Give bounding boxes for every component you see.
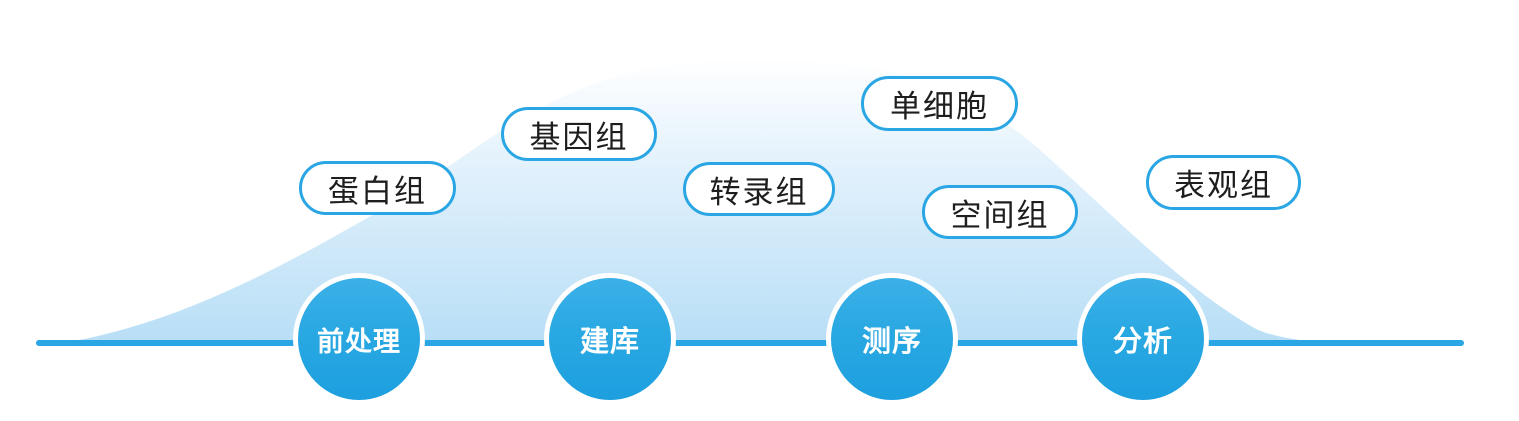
tag-genome: 基因组 bbox=[501, 107, 657, 161]
stage-preprocessing-label: 前处理 bbox=[317, 326, 401, 357]
timeline-axis bbox=[36, 340, 1464, 346]
stage-analysis-label: 分析 bbox=[1112, 326, 1173, 358]
tag-epigenome: 表观组 bbox=[1146, 155, 1301, 210]
tag-transcriptome: 转录组 bbox=[683, 162, 835, 216]
tag-genome-label: 基因组 bbox=[529, 119, 629, 155]
stage-analysis: 分析 bbox=[1077, 273, 1209, 405]
stage-library-construction-label: 建库 bbox=[579, 326, 640, 358]
stage-sequencing: 测序 bbox=[826, 273, 958, 405]
tag-epigenome-label: 表观组 bbox=[1174, 168, 1273, 203]
tag-proteome-label: 蛋白组 bbox=[328, 173, 427, 209]
stage-preprocessing: 前处理 bbox=[293, 273, 425, 405]
tag-transcriptome-label: 转录组 bbox=[709, 174, 809, 210]
tag-proteome: 蛋白组 bbox=[299, 161, 456, 215]
stage-library-construction: 建库 bbox=[544, 273, 676, 405]
tag-single-cell-label: 单细胞 bbox=[890, 89, 989, 124]
tag-spatial-label: 空间组 bbox=[950, 197, 1050, 233]
tag-spatial: 空间组 bbox=[922, 185, 1078, 239]
tag-single-cell: 单细胞 bbox=[861, 76, 1018, 131]
stage-sequencing-label: 测序 bbox=[861, 326, 922, 358]
